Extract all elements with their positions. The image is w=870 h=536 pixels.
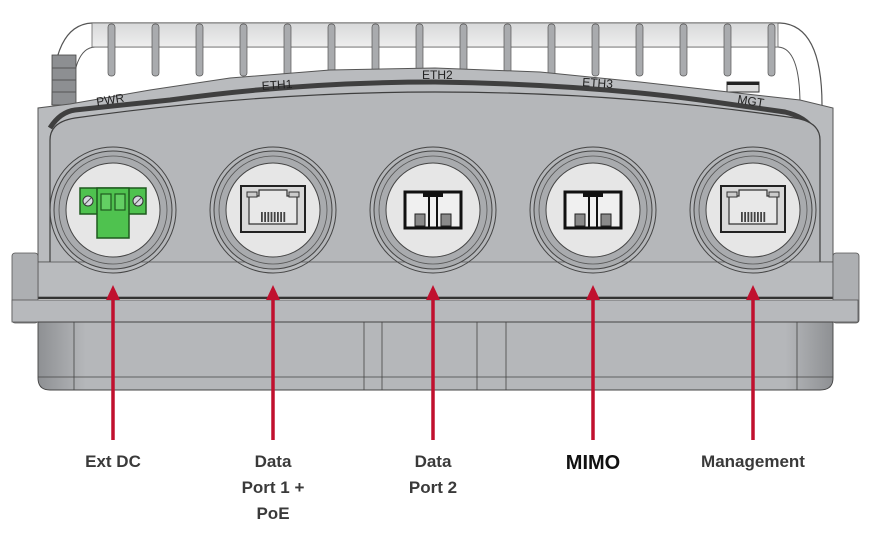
rail-post [679,23,688,77]
port-data-port-2[interactable] [369,146,497,274]
rail-post [591,23,600,77]
arrow-mimo [586,285,600,440]
arrow-data-port-1 [266,285,280,440]
arrow-data-port-2 [426,285,440,440]
silk-mgt: MGT [737,92,766,110]
label-line: Management [701,452,805,471]
label-line: Port 2 [408,478,458,497]
port-ext-dc[interactable] [49,146,177,274]
silk-eth2: ETH2 [422,68,453,82]
rj45-icon [240,185,306,233]
rail-post [195,23,204,77]
rail-post [371,23,380,77]
housing-band [11,252,860,324]
label-line: Ext DC [85,452,141,471]
silk-eth3: ETH3 [582,75,614,91]
label-management: Management [701,449,805,475]
arrow-management [746,285,760,440]
silkscreen-labels: PWR ETH1 ETH2 ETH3 MGT [95,68,765,110]
silk-eth1: ETH1 [261,77,293,93]
terminal-block-icon [79,187,147,239]
label-ext-dc: Ext DC [85,449,141,475]
rail-post [503,23,512,77]
rail-post [327,23,336,77]
rail-post [635,23,644,77]
housing-base [37,321,834,391]
rail-post [767,23,776,77]
rj45-icon [720,185,786,233]
rail-post [239,23,248,77]
rail-post [107,23,116,77]
rail-post [723,23,732,77]
label-mimo: MIMO [566,450,620,476]
label-line: Data [414,452,452,471]
port-data-port-1[interactable] [209,146,337,274]
silk-pwr: PWR [95,91,125,109]
rail-post [547,23,556,77]
label-line: MIMO [565,452,621,474]
sfp-icon [563,190,623,230]
rail-post [459,23,468,77]
arrow-ext-dc [106,285,120,440]
top-rail [51,22,823,106]
sfp-icon [403,190,463,230]
label-line: Port 1 + [241,478,305,497]
port-management[interactable] [689,146,817,274]
label-line: Data [254,452,292,471]
port-mimo[interactable] [529,146,657,274]
rail-post [151,23,160,77]
label-line: PoE [256,504,290,523]
rail-post [283,23,292,77]
